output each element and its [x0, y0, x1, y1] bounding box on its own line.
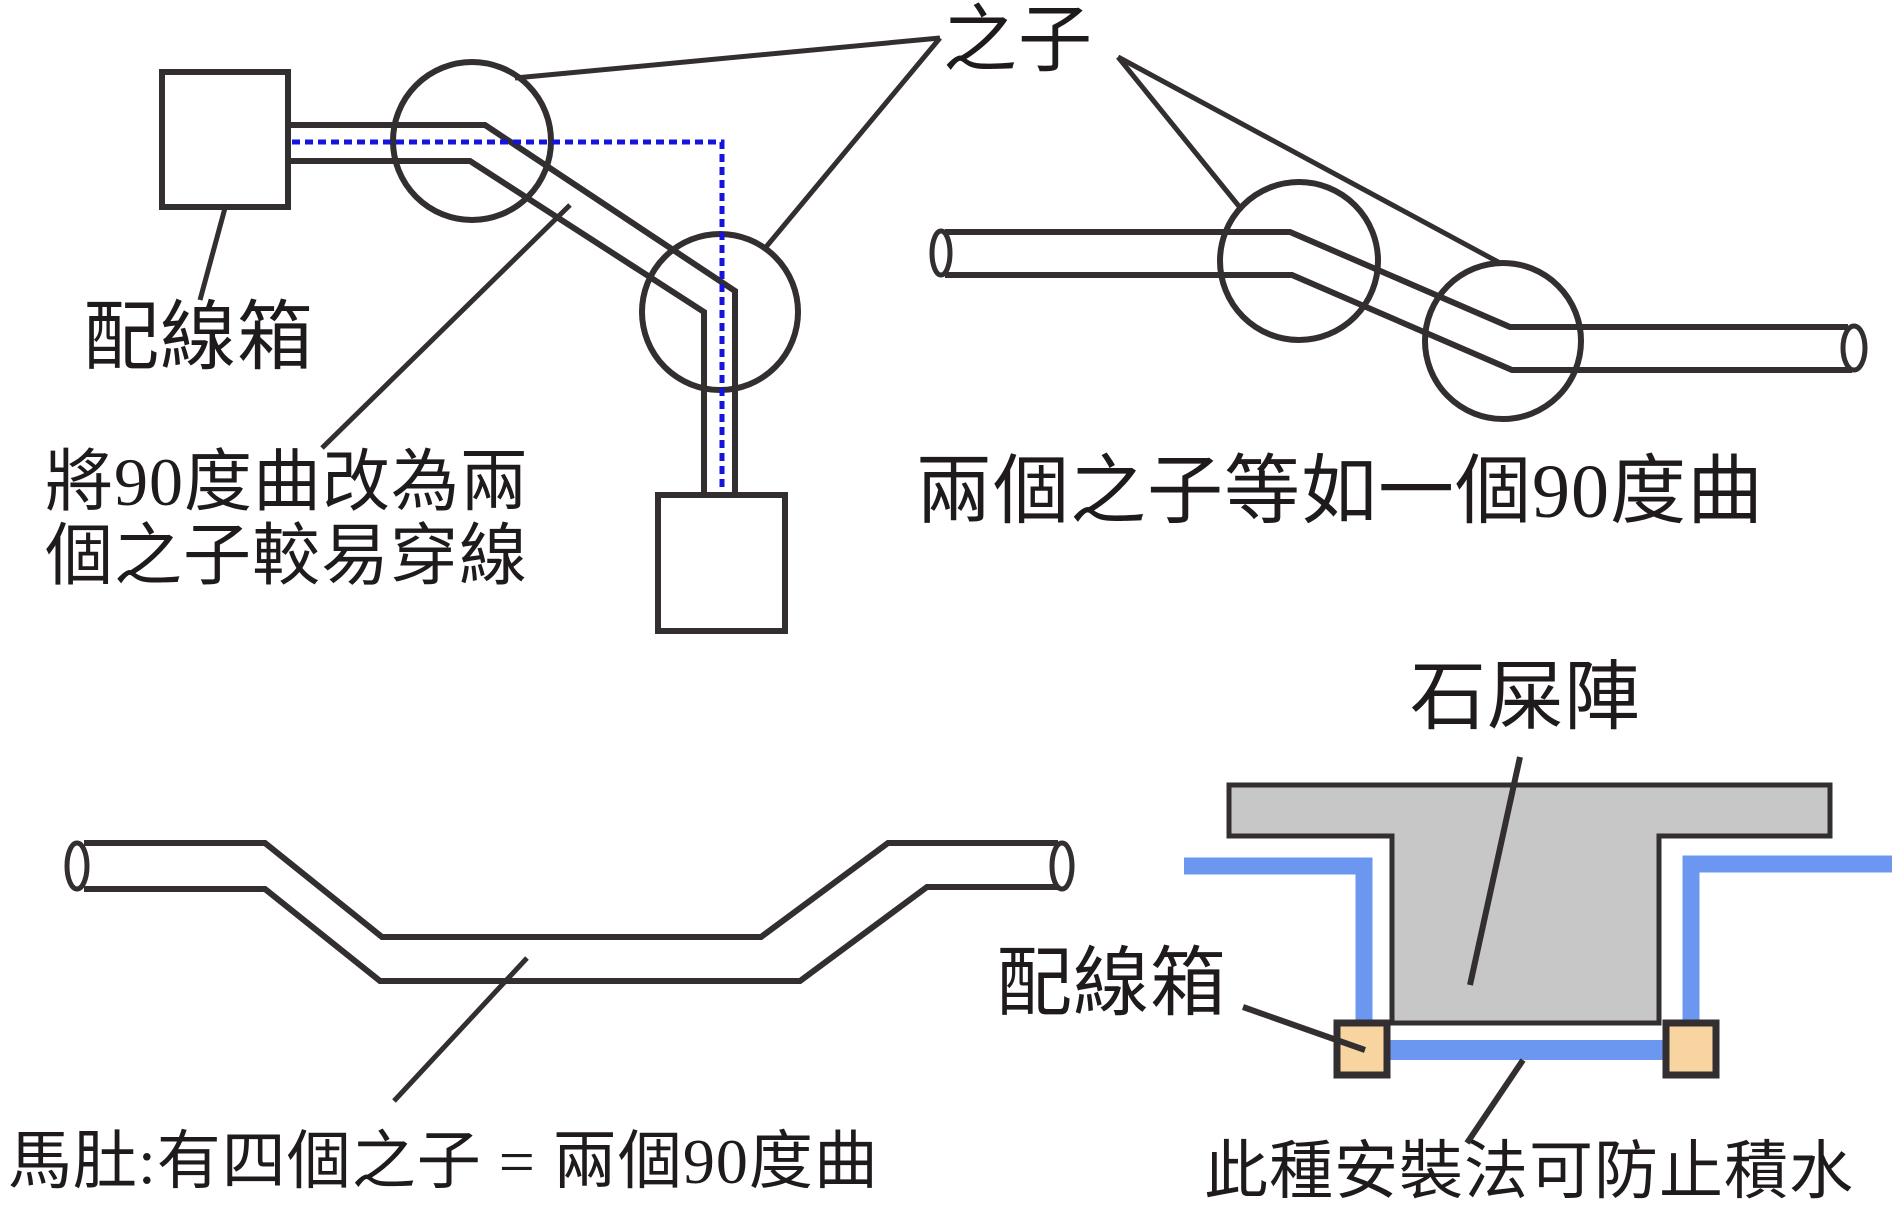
label-anti-water-note: 此種安裝法可防止積水: [1204, 1136, 1854, 1207]
wiring-box-topleft: [159, 69, 291, 210]
saddle-top-edge: [84, 840, 1058, 940]
label-two-offsets-equal-90: 兩個之子等如一個90度曲: [916, 450, 1764, 534]
conduit-blue-right: [1682, 855, 1892, 1023]
concrete-beam: [1226, 782, 1833, 1026]
pointer-zhizi-left-2: [764, 36, 942, 249]
conduit2-top-edge: [945, 229, 1848, 330]
label-concrete-beam: 石屎陣: [1410, 656, 1641, 740]
offset2-highlight-circle-1: [1217, 179, 1381, 343]
wiring-box-orange-right: [1662, 1019, 1720, 1079]
pointer-offset-note: [320, 203, 572, 450]
offset2-highlight-circle-2: [1422, 260, 1584, 422]
saddle-bottom-edge: [84, 884, 1058, 984]
pointer-zhizi-right-2: [1116, 54, 1502, 266]
pointer-saddle-note: [392, 956, 529, 1103]
saddle-left-cap: [64, 840, 90, 892]
conduit2-left-cap: [929, 228, 953, 278]
conduit-blue-left: [1184, 857, 1373, 1023]
pointer-zhizi-left-1: [514, 35, 941, 81]
pull-wire-dashed-path: [292, 139, 725, 492]
junction-box-bottom: [655, 492, 788, 634]
pointer-concrete-beam: [1467, 756, 1523, 986]
pointer-anti-water-note: [1464, 1058, 1526, 1145]
pointer-wiring-box-topleft: [197, 207, 228, 301]
conduit2-bottom-edge: [945, 272, 1852, 373]
label-offset-note-line2: 個之子較易穿線: [45, 518, 529, 594]
saddle-right-cap: [1049, 840, 1075, 892]
label-offset-note-line1: 將90度曲改為兩: [45, 444, 530, 520]
label-saddle-note: 馬肚:有四個之子 = 兩個90度曲: [8, 1126, 879, 1197]
pointer-zhizi-right-1: [1116, 55, 1244, 212]
conduit1-inner-edge: [288, 158, 707, 494]
conduit2-right-cap: [1840, 323, 1868, 373]
pointer-wiring-box-bottomright: [1242, 1004, 1366, 1053]
label-zhizi: 之子: [943, 0, 1093, 82]
conduit1-outer-edge: [288, 122, 738, 494]
label-wiring-box-bottomright: 配線箱: [996, 942, 1227, 1026]
offset-highlight-circle-1: [390, 59, 554, 223]
label-wiring-box-topleft: 配線箱: [83, 296, 314, 380]
